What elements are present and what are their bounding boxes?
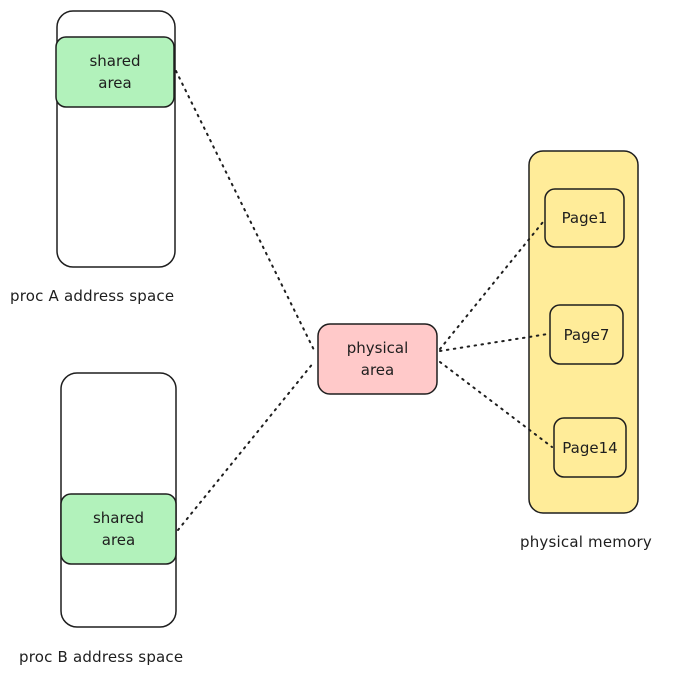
page-box-3 [553, 417, 627, 478]
page-label-3: Page14 [562, 438, 618, 457]
connector-physical-to-page14 [439, 361, 553, 448]
page-label-1: Page1 [561, 209, 608, 227]
physical-area-label: physical area [346, 339, 409, 379]
physical-area-box [317, 323, 438, 395]
physical-memory-caption: physical memory [520, 533, 652, 551]
proc-b-caption: proc B address space [19, 648, 184, 666]
proc-b-shared-area-box [60, 493, 177, 565]
proc-a-caption: proc A address space [10, 287, 175, 305]
proc-a-shared-area-label: shared area [89, 52, 141, 92]
connector-proc-a-to-physical [175, 70, 315, 351]
connector-physical-to-page1 [439, 221, 544, 350]
page-box-2 [549, 304, 624, 365]
connector-proc-b-to-physical [177, 361, 315, 531]
proc-a-shared-area-box [55, 36, 175, 108]
connector-physical-to-page7 [439, 333, 549, 352]
proc-b-shared-area-label: shared area [92, 509, 145, 549]
page-label-2: Page7 [563, 325, 610, 344]
page-box-1 [544, 188, 625, 248]
